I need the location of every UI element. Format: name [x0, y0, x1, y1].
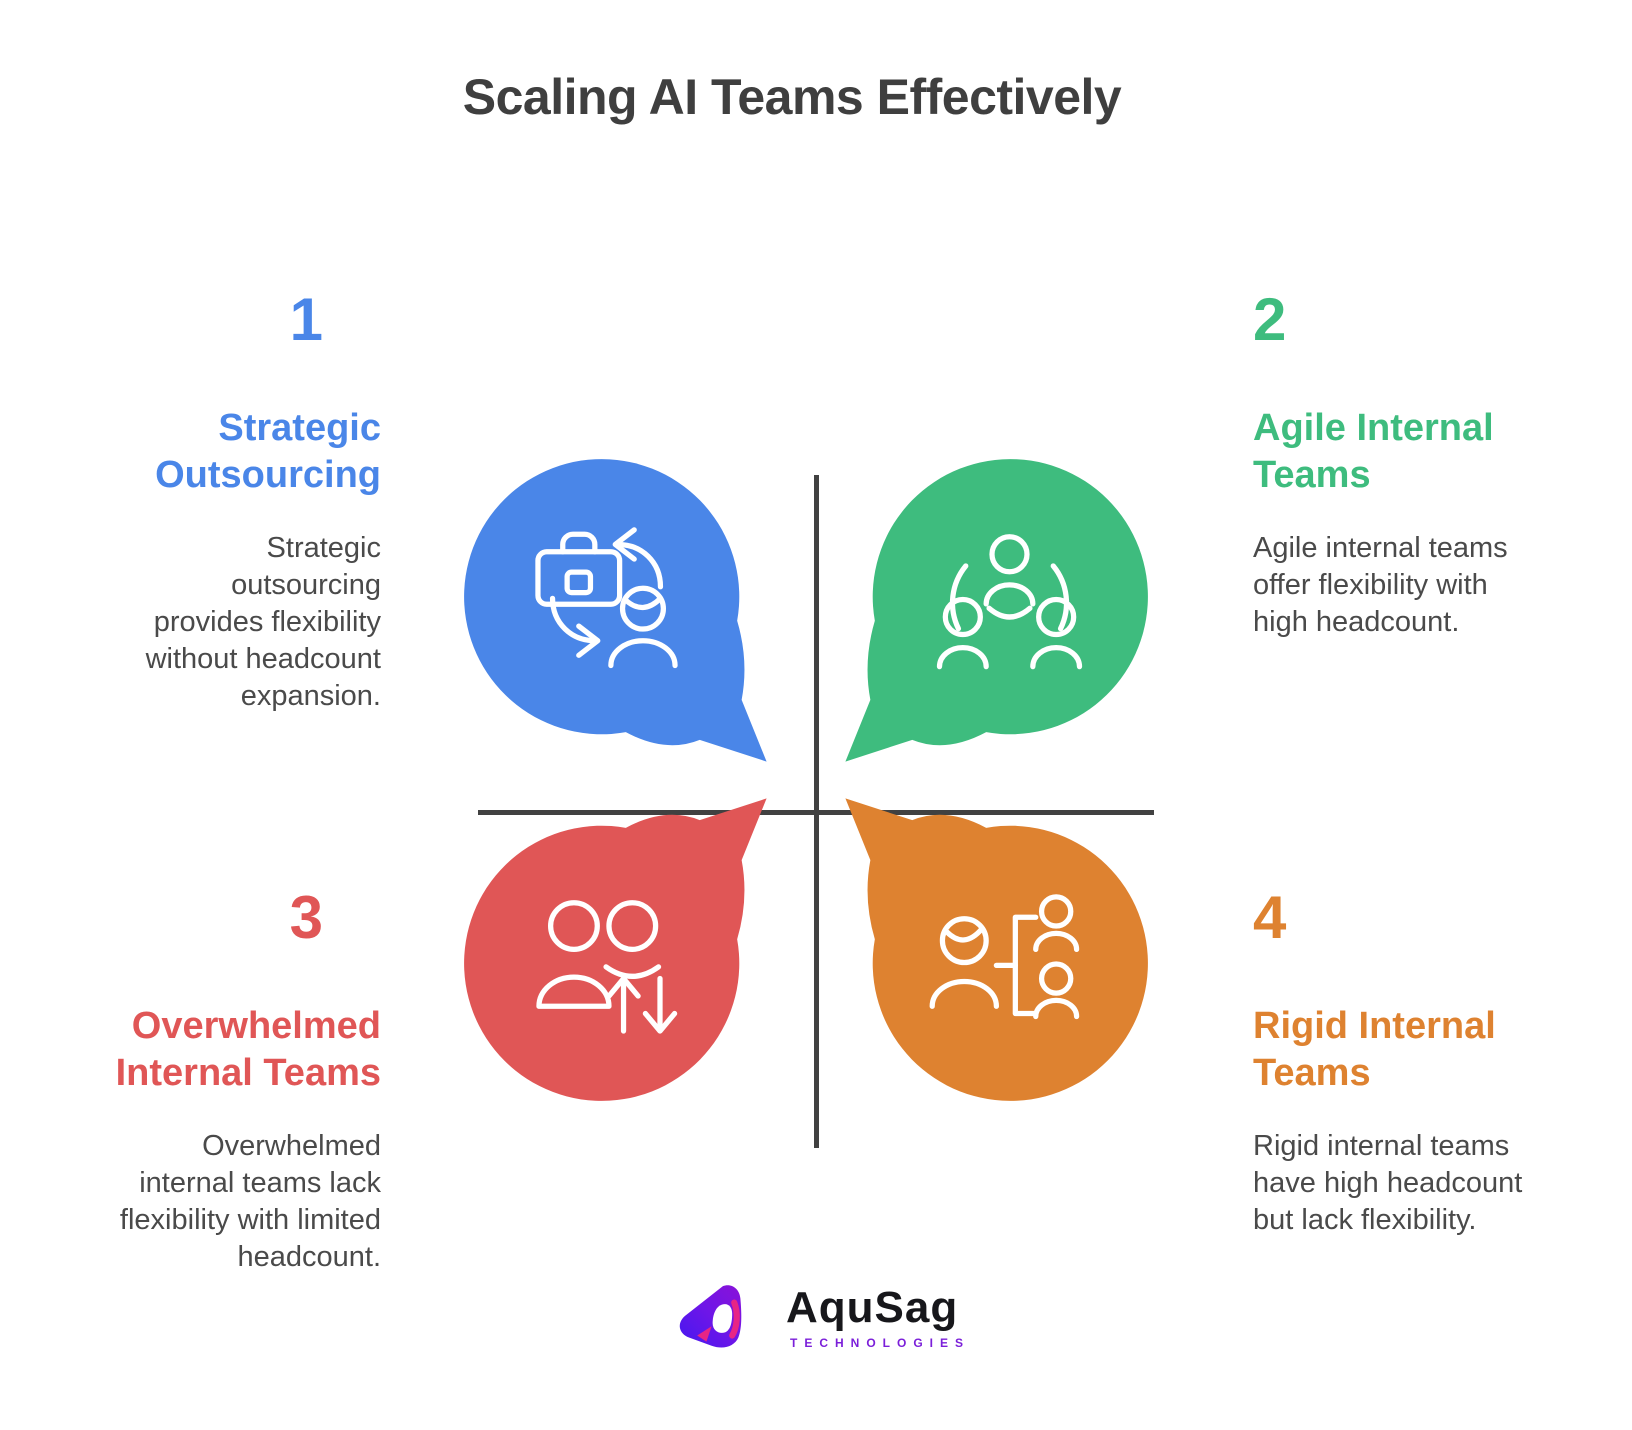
aqusag-logo-mark-icon [674, 1282, 778, 1354]
section-number: 1 [289, 286, 323, 353]
logo-name: AquSag [786, 1283, 959, 1332]
section-number: 4 [1253, 884, 1287, 951]
section-description: Agile internal teams offer flexibility w… [1253, 532, 1508, 638]
section-heading: Overwhelmed Internal Teams [115, 1005, 381, 1094]
logo-tagline: TECHNOLOGIES [790, 1336, 971, 1350]
section-description: Strategic outsourcing provides flexibili… [145, 532, 381, 712]
team-network-icon [922, 512, 1097, 687]
section-number: 2 [1253, 286, 1287, 353]
section-description: Rigid internal teams have high headcount… [1253, 1130, 1523, 1236]
section-heading: Strategic Outsourcing [155, 407, 381, 496]
org-hierarchy-icon [922, 875, 1097, 1050]
page-title: Scaling AI Teams Effectively [462, 69, 1122, 125]
quadrant-divider-horizontal [478, 810, 1154, 815]
speech-bubble-rigid-internal-teams [831, 784, 1151, 1104]
speech-bubble-agile-internal-teams [831, 456, 1151, 776]
section-heading: Agile Internal Teams [1253, 407, 1494, 496]
speech-bubble-strategic-outsourcing [461, 456, 781, 776]
section-number: 3 [289, 884, 323, 951]
speech-bubble-overwhelmed-internal-teams [461, 784, 781, 1104]
section-description: Overwhelmed internal teams lack flexibil… [119, 1130, 381, 1273]
section-heading: Rigid Internal Teams [1253, 1005, 1496, 1094]
briefcase-exchange-icon [519, 508, 694, 683]
people-updown-arrows-icon [520, 875, 695, 1050]
